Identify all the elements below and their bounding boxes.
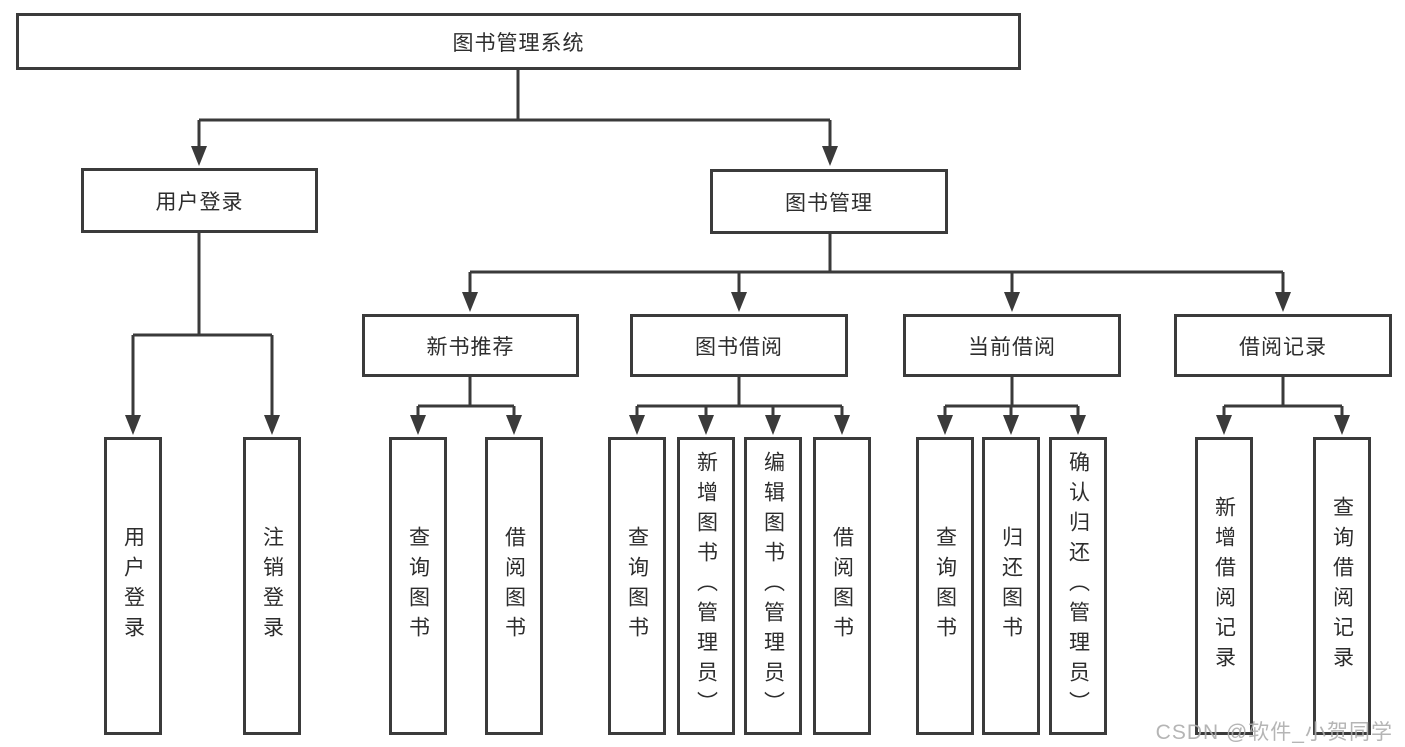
arrowhead-leaf-borrow-books-c — [834, 415, 850, 435]
leaf-add-borrow-record: 新增借阅记录 — [1195, 437, 1253, 735]
node-library-management-system: 图书管理系统 — [16, 13, 1021, 70]
arrowhead-book-borrowing — [731, 292, 747, 312]
leaf-add-books-admin-label: 新增图书（管理员） — [694, 451, 718, 721]
node-book-management: 图书管理 — [710, 169, 948, 234]
leaf-logout: 注销登录 — [243, 437, 301, 735]
arrowhead-leaf-logout — [264, 415, 280, 435]
leaf-query-books-current: 查询图书 — [916, 437, 974, 735]
arrowhead-leaf-borrow-books-b — [506, 415, 522, 435]
leaf-query-books-recommend: 查询图书 — [389, 437, 447, 735]
arrowhead-leaf-query-books-c — [629, 415, 645, 435]
leaf-logout-label: 注销登录 — [260, 526, 284, 646]
connector-book-borrowing-to-leaves — [635, 377, 844, 419]
connector-user-login-to-leaves — [131, 233, 274, 419]
arrowhead-leaf-edit-books — [765, 415, 781, 435]
node-borrowing-records: 借阅记录 — [1174, 314, 1392, 377]
node-new-book-recommend: 新书推荐 — [362, 314, 579, 377]
arrowhead-leaf-return-books — [1003, 415, 1019, 435]
leaf-add-borrow-record-label: 新增借阅记录 — [1212, 496, 1236, 676]
connector-root-to-level2 — [197, 70, 832, 151]
leaf-query-borrow-record-label: 查询借阅记录 — [1330, 496, 1354, 676]
arrowhead-leaf-query-books-d — [937, 415, 953, 435]
leaf-user-login: 用户登录 — [104, 437, 162, 735]
node-book-borrowing: 图书借阅 — [630, 314, 848, 377]
node-user-login: 用户登录 — [81, 168, 318, 233]
leaf-borrow-books-borrowing-label: 借阅图书 — [830, 526, 854, 646]
leaf-confirm-return-admin: 确认归还（管理员） — [1049, 437, 1107, 735]
arrowhead-borrowing-records — [1275, 292, 1291, 312]
node-current-borrowing: 当前借阅 — [903, 314, 1121, 377]
arrowhead-new-book-recommend — [462, 292, 478, 312]
arrowhead-current-borrowing — [1004, 292, 1020, 312]
leaf-add-books-admin: 新增图书（管理员） — [677, 437, 735, 735]
leaf-edit-books-admin-label: 编辑图书（管理员） — [761, 451, 785, 721]
leaf-borrow-books-recommend: 借阅图书 — [485, 437, 543, 735]
leaf-user-login-label: 用户登录 — [121, 526, 145, 646]
arrowhead-user-login — [191, 146, 207, 166]
csdn-watermark: CSDN @软件_小贺同学 — [1155, 721, 1393, 744]
leaf-borrow-books-borrowing: 借阅图书 — [813, 437, 871, 735]
arrowhead-leaf-add-record — [1216, 415, 1232, 435]
arrowhead-leaf-add-books — [698, 415, 714, 435]
connector-borrowing-records-to-leaves — [1222, 377, 1344, 419]
arrowhead-leaf-query-record — [1334, 415, 1350, 435]
leaf-query-books-borrowing: 查询图书 — [608, 437, 666, 735]
connector-current-borrowing-to-leaves — [943, 377, 1080, 419]
leaf-query-books-borrowing-label: 查询图书 — [625, 526, 649, 646]
connector-book-management-to-level3 — [468, 233, 1285, 296]
leaf-borrow-books-recommend-label: 借阅图书 — [502, 526, 526, 646]
leaf-return-books: 归还图书 — [982, 437, 1040, 735]
leaf-query-borrow-record: 查询借阅记录 — [1313, 437, 1371, 735]
leaf-return-books-label: 归还图书 — [999, 526, 1023, 646]
arrowhead-book-management — [822, 146, 838, 166]
leaf-query-books-recommend-label: 查询图书 — [406, 526, 430, 646]
arrowhead-leaf-login — [125, 415, 141, 435]
arrowhead-leaf-query-books-b — [410, 415, 426, 435]
connector-new-book-recommend-to-leaves — [416, 377, 516, 419]
leaf-confirm-return-admin-label: 确认归还（管理员） — [1066, 451, 1090, 721]
leaf-edit-books-admin: 编辑图书（管理员） — [744, 437, 802, 735]
leaf-query-books-current-label: 查询图书 — [933, 526, 957, 646]
arrowhead-leaf-confirm-return — [1070, 415, 1086, 435]
